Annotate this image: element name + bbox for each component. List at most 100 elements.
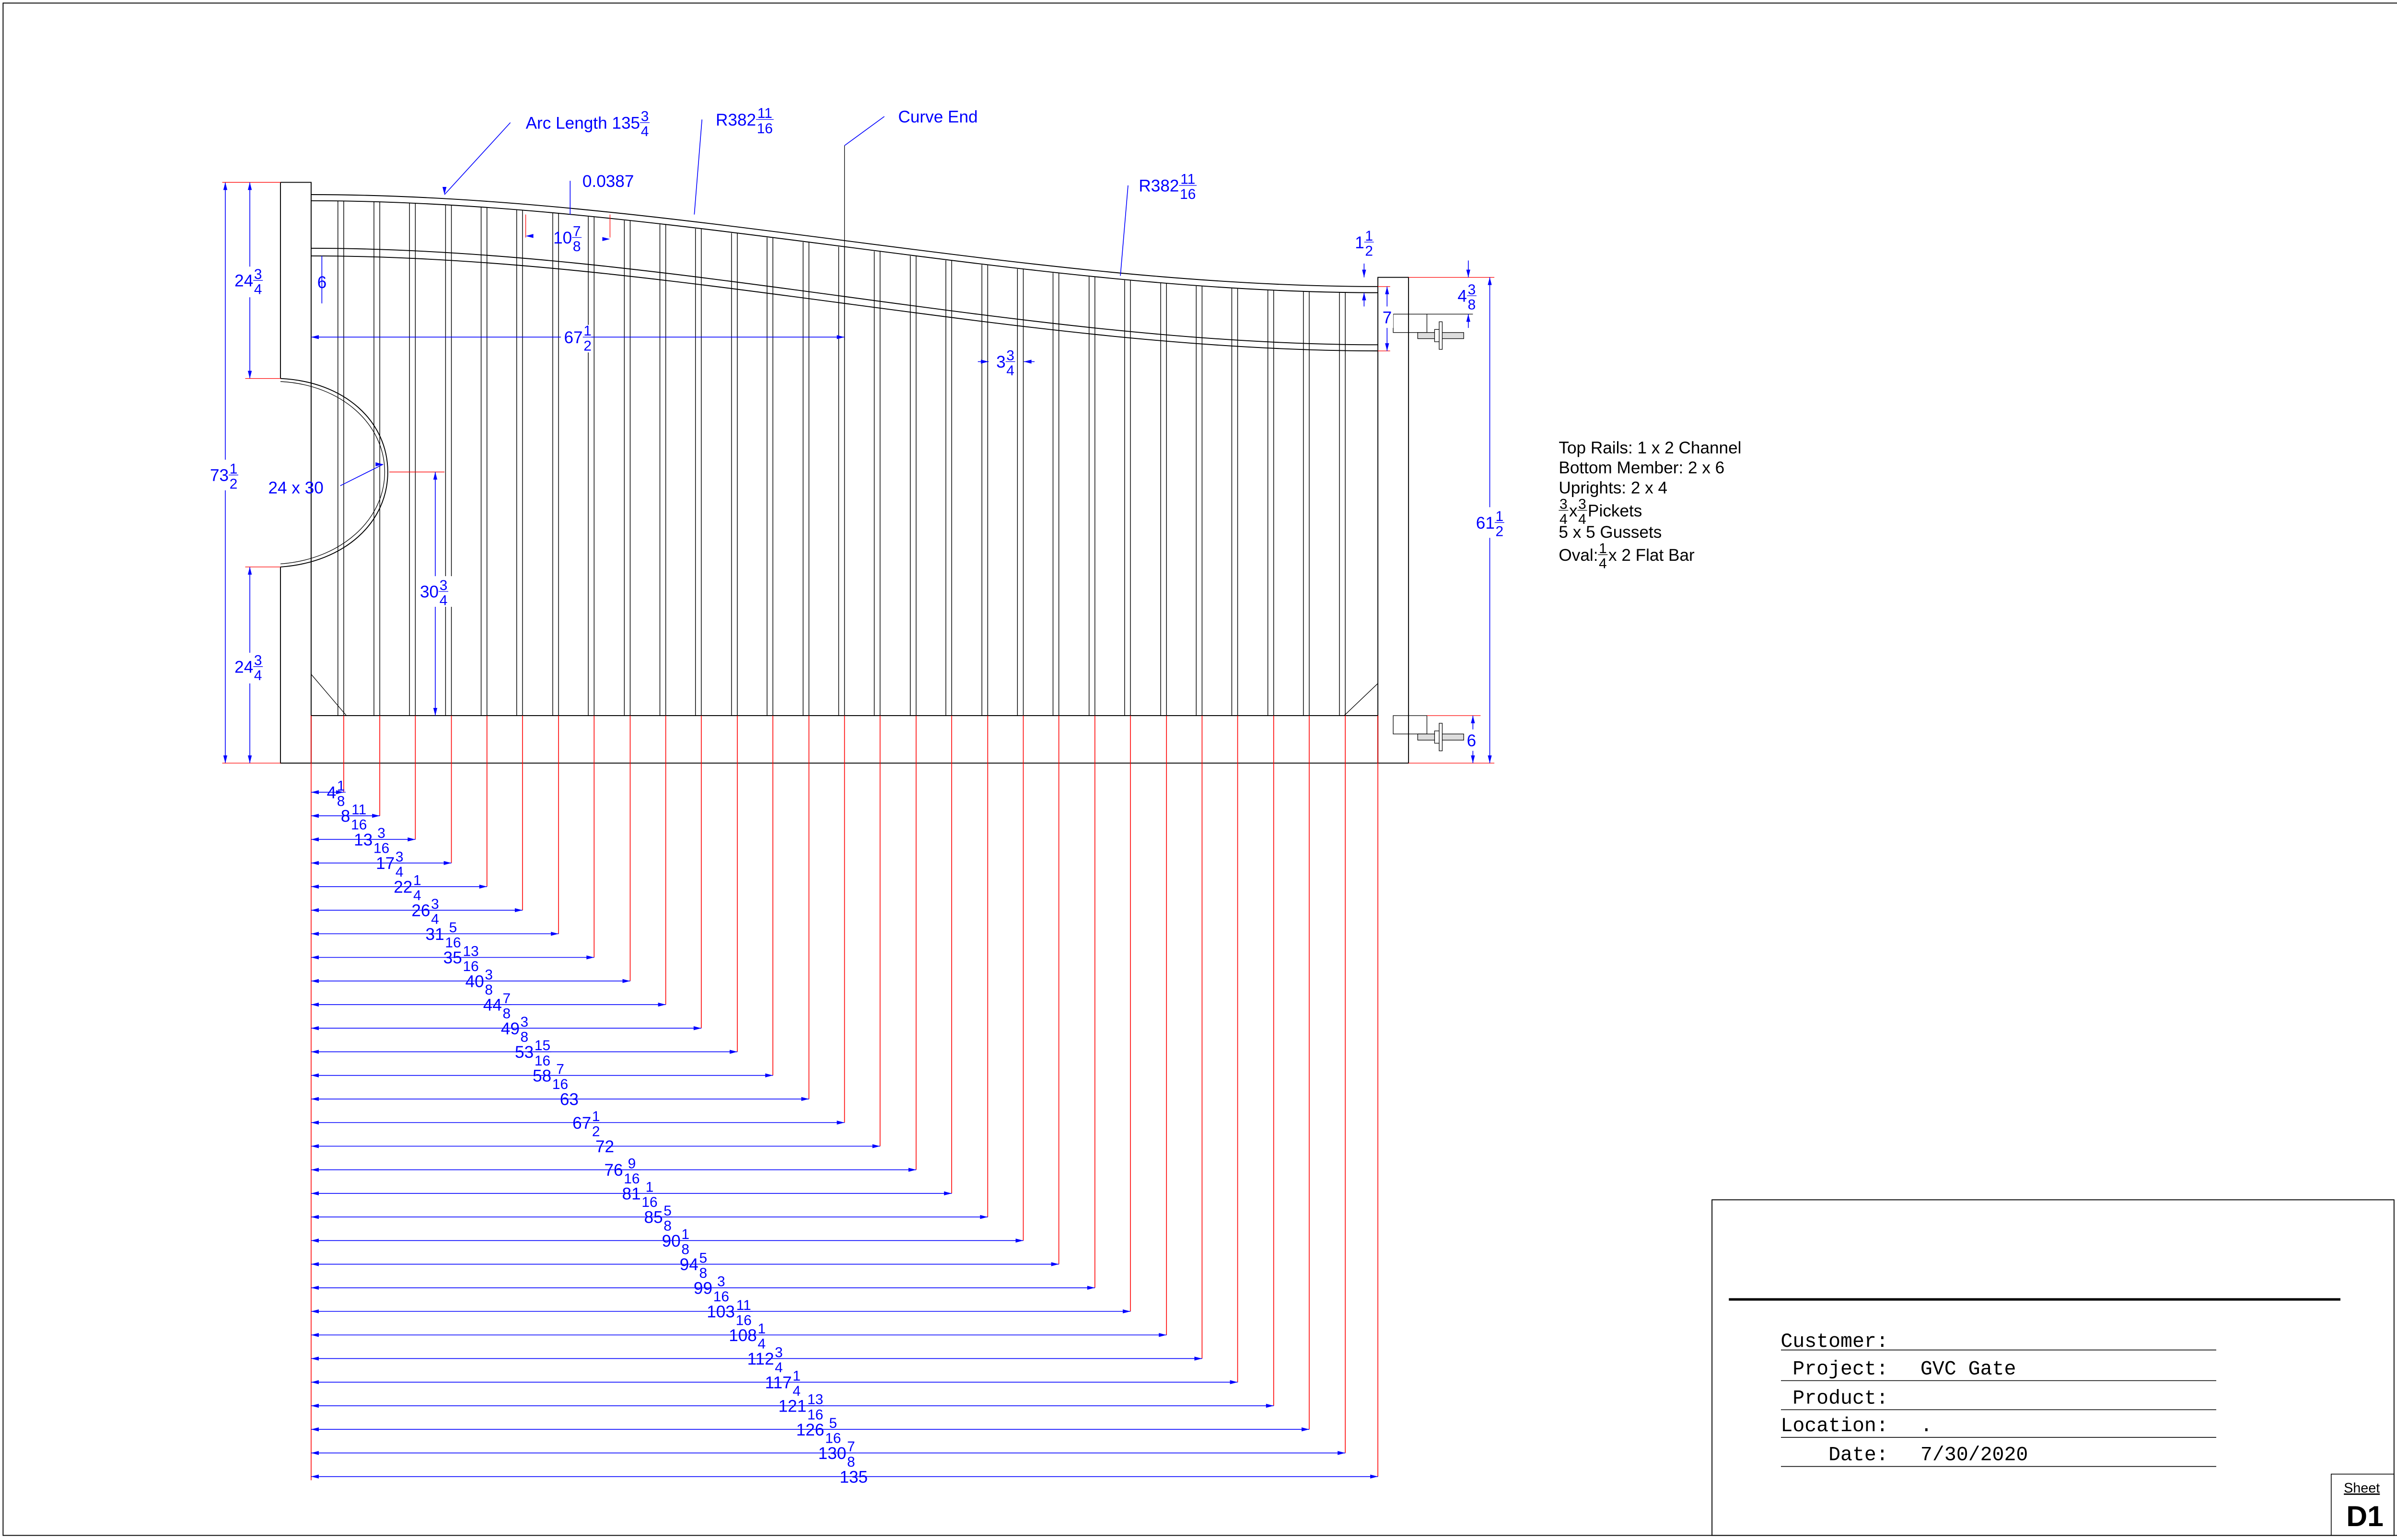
picket-dimension-label-denominator: 16: [641, 1194, 657, 1210]
arc-length-label-denominator: 4: [641, 124, 649, 139]
radius-label-numerator: 11: [1180, 172, 1195, 187]
arrowhead: [1015, 1239, 1024, 1243]
post-height-label-denominator: 2: [1496, 524, 1504, 540]
label-mask: [1207, 1163, 1247, 1176]
hinge-top-label-text: 4: [1457, 287, 1467, 306]
picket-dimension-label-text: 40: [465, 972, 484, 991]
picket-dimension-label-numerator: 3: [717, 1274, 725, 1290]
picket-dimension-label-numerator: 15: [535, 1038, 550, 1054]
chord-label-denominator: 8: [573, 239, 581, 255]
picket-dimension-label-text: 135: [839, 1468, 868, 1486]
label-mask: [1677, 1470, 1709, 1483]
hinge-top: [1393, 313, 1464, 350]
picket-dimension-label-denominator: 16: [535, 1053, 550, 1069]
picket-dimension-label-denominator: 16: [807, 1407, 823, 1423]
right-post: [1377, 277, 1409, 764]
material-note: 34 x 34 Pickets: [1559, 496, 1642, 527]
arrowhead: [311, 861, 319, 865]
label-mask: [1242, 1187, 1283, 1200]
material-note: Oval: 14 x 2 Flat Bar: [1559, 541, 1695, 572]
picket-dimension-label-denominator: 4: [775, 1360, 783, 1376]
arrowhead: [1338, 1451, 1346, 1455]
oval-height-label-text: 30: [420, 583, 439, 602]
material-note: Bottom Member: 2 x 6: [1559, 459, 1724, 477]
label-mask: [1286, 1211, 1319, 1223]
material-note-text: x 2 Flat Bar: [1608, 546, 1695, 565]
picket-dimension-label: 135: [839, 1468, 868, 1486]
overall-height-label-denominator: 2: [230, 476, 238, 492]
arrowhead: [311, 1427, 319, 1432]
arrowhead: [311, 1380, 319, 1384]
sheet-number-box: [2330, 1473, 2395, 1536]
label-mask: [929, 974, 962, 987]
arrowhead: [1230, 1380, 1238, 1384]
picket-dimension-label-denominator: 16: [373, 841, 389, 857]
picket-dimension-label-denominator: 16: [552, 1077, 568, 1092]
picket-dimension-label-numerator: 5: [663, 1203, 672, 1219]
arrowhead: [837, 335, 845, 339]
label-mask: [1635, 1447, 1676, 1459]
label-mask: [849, 927, 890, 940]
picket-dimension-label-numerator: 11: [351, 802, 366, 818]
arrowhead: [311, 790, 319, 795]
picket-dimension-label-denominator: 8: [521, 1030, 529, 1045]
picket-dimension-label-text: 13: [354, 831, 372, 849]
offset-label: 0.0387: [582, 172, 634, 191]
picket-dimension-label: 72: [595, 1137, 614, 1156]
arrowhead: [730, 1050, 738, 1054]
material-note-denominator: 4: [1559, 511, 1568, 527]
picket-dimension-label-numerator: 7: [847, 1439, 855, 1455]
label-mask: [1000, 1022, 1033, 1034]
picket-dimension-label-denominator: 8: [699, 1265, 707, 1281]
arrowhead: [1266, 1403, 1274, 1408]
picket-dimension-label-text: 72: [595, 1137, 614, 1156]
arrowhead: [908, 1168, 916, 1172]
rail-drop-label-numerator: 1: [1365, 228, 1373, 244]
arrowhead: [311, 908, 319, 913]
arrowhead: [311, 813, 319, 818]
arrowhead: [433, 708, 438, 716]
arrowhead: [1362, 269, 1366, 278]
picket-dimension-label-numerator: 5: [829, 1415, 837, 1431]
picket-dimension-label-numerator: 5: [449, 920, 457, 936]
label-mask: [1189, 1140, 1211, 1153]
arrowhead: [586, 955, 594, 960]
picket-dimension-label: 63: [560, 1090, 579, 1109]
picket-dimension: 63: [560, 1090, 1140, 1109]
post-height-label-text: 61: [1476, 514, 1495, 533]
picket-dimension-label-denominator: 8: [337, 793, 345, 809]
material-note-text: Bottom Member: 2 x 6: [1559, 459, 1724, 477]
picket-dimension-label-text: 22: [394, 878, 412, 896]
rail-drop-label-denominator: 2: [1365, 243, 1373, 259]
label-mask: [706, 833, 746, 846]
customer-label: Customer:: [1780, 1331, 1888, 1353]
label-mask: [652, 786, 675, 799]
picket-dimension-label-text: 99: [694, 1279, 712, 1297]
arrowhead: [433, 472, 438, 480]
material-note-numerator: 3: [1578, 496, 1586, 512]
arrowhead: [247, 371, 252, 379]
picket-dimension-label-text: 76: [604, 1161, 623, 1180]
arrowhead: [311, 1168, 319, 1172]
post-top-label-numerator: 3: [254, 266, 262, 282]
picket-dimension-label-denominator: 16: [713, 1289, 729, 1305]
hinge-bottom: [1393, 715, 1464, 752]
